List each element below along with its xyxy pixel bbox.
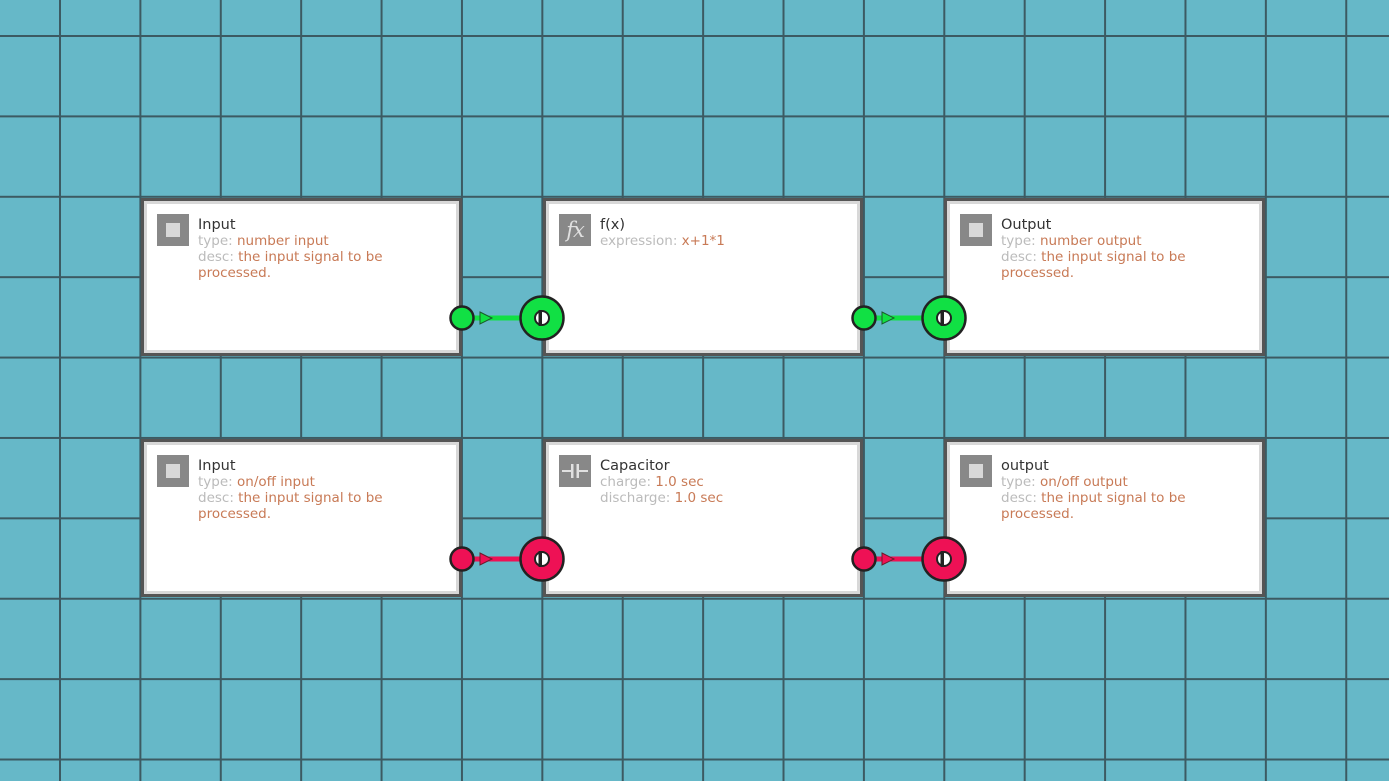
output-node-number[interactable]: Output type: number output desc: the inp… [944, 198, 1265, 356]
output-port [851, 305, 877, 331]
row-value: on/off output [1040, 474, 1128, 490]
output-port [449, 305, 475, 331]
capacitor-node[interactable]: Capacitor charge: 1.0 sec discharge: 1.0… [543, 439, 863, 597]
node-title: f(x) [600, 217, 625, 233]
output-port [449, 546, 475, 572]
row-value: the input signal to be processed. [1001, 249, 1186, 281]
row-value: number output [1040, 233, 1142, 249]
node-title: output [1001, 458, 1049, 474]
row-value: the input signal to be processed. [198, 490, 383, 522]
square-icon [157, 214, 189, 246]
square-icon [960, 455, 992, 487]
square-icon [960, 214, 992, 246]
row-key: type: [1001, 474, 1040, 490]
output-node-onoff[interactable]: output type: on/off output desc: the inp… [944, 439, 1265, 597]
square-icon [157, 455, 189, 487]
row-key: type: [198, 233, 237, 249]
row-key: type: [1001, 233, 1040, 249]
output-port [851, 546, 877, 572]
node-title: Input [198, 217, 236, 233]
capacitor-icon [559, 455, 591, 487]
row-key: desc: [1001, 490, 1042, 506]
input-node-onoff[interactable]: Input type: on/off input desc: the input… [141, 439, 462, 597]
row-value: the input signal to be processed. [1001, 490, 1186, 522]
row-value: number input [237, 233, 329, 249]
node-title: Output [1001, 217, 1052, 233]
wire-capacitor-to-onoff-output[interactable] [851, 536, 967, 582]
row-key: discharge: [600, 490, 675, 506]
fx-icon: fx [559, 214, 591, 246]
row-key: type: [198, 474, 237, 490]
function-node[interactable]: fx f(x) expression: x+1*1 [543, 198, 863, 356]
row-key: desc: [198, 490, 239, 506]
wire-number-input-to-fx[interactable] [449, 295, 565, 341]
row-value: 1.0 sec [655, 474, 704, 490]
row-key: expression: [600, 233, 682, 249]
row-value: the input signal to be processed. [198, 249, 383, 281]
row-key: desc: [1001, 249, 1042, 265]
row-value: on/off input [237, 474, 315, 490]
node-title: Input [198, 458, 236, 474]
wire-fx-to-number-output[interactable] [851, 295, 967, 341]
row-key: charge: [600, 474, 656, 490]
node-title: Capacitor [600, 458, 670, 474]
row-key: desc: [198, 249, 239, 265]
row-value: x+1*1 [681, 233, 725, 249]
row-value: 1.0 sec [674, 490, 724, 506]
input-node-number[interactable]: Input type: number input desc: the input… [141, 198, 462, 356]
wire-onoff-input-to-capacitor[interactable] [449, 536, 565, 582]
